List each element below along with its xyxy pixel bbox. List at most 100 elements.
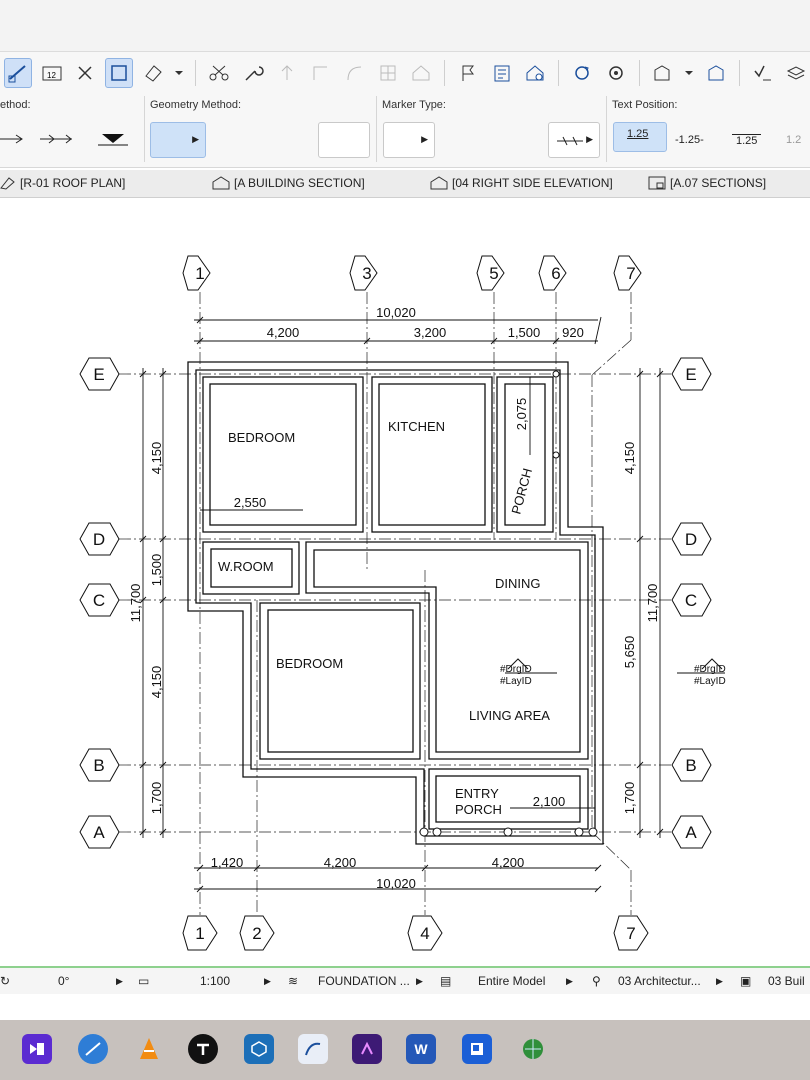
tab-roof-plan[interactable]: [R-01 ROOF PLAN] [0,176,125,190]
dim-right-1: 4,150 [622,442,637,475]
building-material[interactable]: 03 Buil [768,974,805,988]
room-label-w-room: W.ROOM [218,559,274,574]
chevron-right-icon: ▶ [192,134,199,144]
room-label-dining: DINING [495,576,541,591]
grid-cell-icon[interactable] [374,58,402,88]
dimension-12-icon[interactable]: 12 [38,58,66,88]
file-manager-icon[interactable] [462,1034,492,1064]
elevate-icon[interactable] [273,58,301,88]
layers-icon[interactable] [782,58,810,88]
window-title-area [0,0,810,52]
chevron-right-icon[interactable]: ▶ [116,976,123,986]
text-position-above[interactable]: 1.25 [613,122,667,152]
premiere-icon[interactable] [352,1034,382,1064]
house-gear-icon[interactable] [521,58,549,88]
chevron-right-icon[interactable]: ▶ [566,976,573,986]
sketchup-icon[interactable] [244,1034,274,1064]
flag-icon[interactable] [454,58,482,88]
dim-top-4: 920 [562,325,584,340]
marker-type-label: Marker Type: [382,99,446,111]
dim-left-overall: 11,700 [128,584,143,623]
sync-icon[interactable] [568,58,596,88]
toolbar-separator [638,60,640,86]
marker-type-select[interactable]: ▶ [383,122,435,158]
grid-label-right-d: D [685,530,697,549]
status-bar: ↻ 0° ▶ ▭ 1:100 ▶ ≋ FOUNDATION ... ▶ ▤ En… [0,966,810,994]
text-position-above-label: 1.25 [627,128,649,140]
top-grid-bubbles [182,255,642,291]
tab-building-section[interactable]: [A BUILDING SECTION] [212,176,365,190]
chevron-down-icon[interactable] [172,58,186,88]
method-label: ethod: [0,99,31,111]
dimension-linear-icon[interactable] [4,58,32,88]
archicad-alt-icon[interactable] [298,1034,328,1064]
text-check-icon[interactable] [749,58,777,88]
chevron-right-icon[interactable]: ▶ [264,976,271,986]
method-option-marker-icon[interactable] [98,132,128,153]
grid-label-bottom-7: 7 [626,924,635,943]
layer-combo-icon: ≋ [288,974,299,988]
settings-sync-icon[interactable] [602,58,630,88]
marker-layout-id-outside: #LayID [694,676,726,687]
chevron-right-icon[interactable]: ▶ [716,976,723,986]
chevron-right-icon[interactable]: ▶ [416,976,423,986]
globe-icon[interactable] [518,1034,548,1064]
marker-layout-id: #LayID [500,676,532,687]
text-position-rotated[interactable]: 1.2 [786,134,802,146]
cross-point-icon[interactable] [71,58,99,88]
dim-bottom-3: 4,200 [492,855,525,870]
geometry-preview-field[interactable] [318,122,370,158]
wrench-icon[interactable] [239,58,267,88]
render-icon[interactable] [702,58,730,88]
angle-value[interactable]: 0° [58,974,70,988]
layout-icon[interactable] [488,58,516,88]
model-view-icon: ▤ [440,974,452,988]
text-position-label: Text Position: [612,99,678,111]
pen-set-icon: ⚲ [592,974,601,988]
tab-right-side-elevation[interactable]: [04 RIGHT SIDE ELEVATION] [430,176,613,190]
sheet-icon [648,176,666,190]
chevron-down-icon[interactable] [682,58,696,88]
scissors-icon[interactable] [205,58,233,88]
eraser-icon[interactable] [139,58,167,88]
geometry-method-select[interactable]: ▶ [150,122,206,158]
text-position-inline[interactable]: -1.25- [675,134,704,146]
chevron-right-icon: ▶ [586,134,593,144]
visual-studio-icon[interactable] [22,1034,52,1064]
toolbar-separator [738,60,740,86]
tab-sections[interactable]: [A.07 SECTIONS] [648,176,766,190]
select-box-icon[interactable] [105,58,133,88]
archicad-icon[interactable] [78,1034,108,1064]
building-icon: ▣ [740,974,752,988]
pen-set[interactable]: 03 Architectur... [618,974,701,988]
grid-label-right-c: C [685,591,697,610]
grid-label-right-a: A [685,823,697,842]
word-icon[interactable]: W [406,1034,436,1064]
typora-icon[interactable] [188,1034,218,1064]
dim-entry-width: 2,100 [533,794,566,809]
vlc-icon[interactable] [134,1034,164,1064]
method-option-arrows-icon[interactable] [40,132,74,151]
marker-style-select[interactable]: ▶ [548,122,600,158]
corner-icon[interactable] [306,58,334,88]
scale-value[interactable]: 1:100 [200,974,231,988]
model-view-option[interactable]: Entire Model [478,974,546,988]
tab-label: [A BUILDING SECTION] [234,176,365,190]
grid-label-top-6: 6 [551,264,560,283]
dim-right-overall: 11,700 [645,584,660,623]
fillet-icon[interactable] [340,58,368,88]
window-icon[interactable] [649,58,677,88]
infobox-separator [144,96,145,162]
method-option-inline-icon[interactable] [0,132,24,151]
grid-label-left-e: E [93,365,104,384]
house-icon[interactable] [407,58,435,88]
layer-combination[interactable]: FOUNDATION ... [318,974,410,988]
geometry-method-label: Geometry Method: [150,99,242,111]
grid-label-left-d: D [93,530,105,549]
room-label-entry: ENTRY [455,786,499,801]
columns [419,370,598,837]
text-position-below[interactable]: 1.25 [732,134,762,147]
drawing-canvas[interactable]: 1 3 5 6 7 1 2 4 7 [0,198,810,966]
dim-top-2: 3,200 [414,325,447,340]
taskbar: W [0,1020,810,1080]
